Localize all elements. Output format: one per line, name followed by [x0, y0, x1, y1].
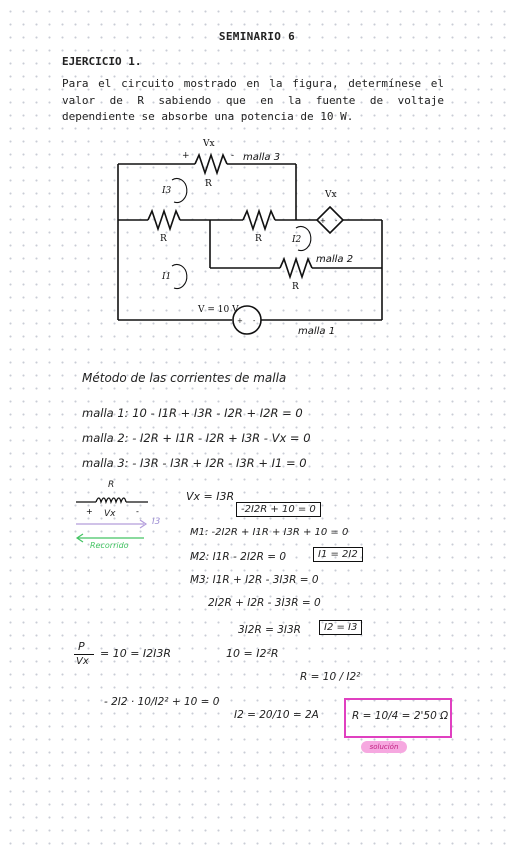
- svg-text:-: -: [335, 217, 338, 225]
- circuit-diagram: Vx + - R R R R Vx V = 10 V I3 I1 I2 + - …: [117, 139, 383, 337]
- label-i3: I3: [161, 186, 172, 196]
- label-r-inner: R: [292, 282, 299, 292]
- svg-text:+: +: [237, 317, 243, 325]
- r-equation: R = 10 / I2²: [300, 671, 361, 683]
- power-numerator: P: [78, 640, 85, 653]
- problem-statement: Para el circuito mostrado en la figura, …: [62, 77, 444, 123]
- label-vx-source: Vx: [324, 190, 337, 200]
- i2-result: I2 = 20/10 = 2A: [234, 709, 319, 721]
- label-malla1: malla 1: [298, 326, 335, 337]
- label-plus-top: +: [182, 151, 190, 161]
- exercise-heading: EJERCICIO 1.: [62, 55, 142, 68]
- label-r-top: R: [205, 179, 212, 189]
- label-i2: I2: [291, 235, 302, 245]
- mesh3-equation: malla 3: - I3R - I3R + I2R - I3R + I1 = …: [82, 456, 307, 470]
- label-i1: I1: [161, 272, 171, 282]
- boxed-equation-3: I2 = I3: [319, 620, 363, 635]
- svg-text:-: -: [253, 317, 256, 325]
- substitution-equation: - 2I2 · 10/I2² + 10 = 0: [104, 696, 220, 708]
- sketch-i3-label: I3: [152, 517, 161, 527]
- final-result: R = 10/4 = 2'50 Ω: [352, 710, 449, 722]
- sketch-r-label: R: [108, 480, 115, 490]
- power-equation-2: 10 = I2²R: [226, 647, 279, 660]
- power-denominator: Vx: [76, 656, 89, 667]
- label-malla3: malla 3: [243, 152, 280, 163]
- m3-equation: M3: I1R + I2R - 3I3R = 0: [190, 574, 319, 586]
- equality-equation: 3I2R = 3I3R: [238, 624, 301, 636]
- label-vx-top: Vx: [202, 139, 215, 149]
- svg-text:-: -: [136, 507, 139, 516]
- label-minus-top: -: [231, 151, 234, 161]
- m3-substituted: 2I2R + I2R - 3I3R = 0: [208, 597, 321, 609]
- label-malla2: malla 2: [316, 254, 353, 265]
- label-r-mid: R: [255, 234, 262, 244]
- svg-text:+: +: [320, 217, 326, 225]
- mesh2-equation: malla 2: - I2R + I1R - I2R + I3R - Vx = …: [82, 431, 311, 445]
- svg-text:+: +: [86, 507, 93, 516]
- label-r-left: R: [160, 234, 167, 244]
- solution-box: [344, 698, 452, 738]
- power-equation: = 10 = I2I3R: [100, 647, 172, 660]
- sketch-vx-label: Vx: [104, 509, 116, 519]
- method-heading: Método de las corrientes de malla: [82, 371, 287, 385]
- vx-equation: Vx = I3R: [186, 490, 235, 503]
- page-title: SEMINARIO 6: [218, 30, 296, 43]
- solution-tag: solución: [361, 741, 407, 753]
- m1-equation: M1: -2I2R + I1R + I3R + 10 = 0: [190, 527, 349, 538]
- recorrido-label: Recorrido: [90, 541, 129, 550]
- label-v-source: V = 10 V: [197, 305, 239, 315]
- mesh1-equation: malla 1: 10 - I1R + I3R - I2R + I2R = 0: [82, 406, 303, 420]
- m2-equation: M2: I1R - 2I2R = 0: [190, 551, 287, 563]
- sketch-resistor: + -: [75, 497, 148, 543]
- boxed-equation-1: -2I2R + 10 = 0: [236, 502, 321, 517]
- boxed-equation-2: I1 = 2I2: [313, 547, 363, 562]
